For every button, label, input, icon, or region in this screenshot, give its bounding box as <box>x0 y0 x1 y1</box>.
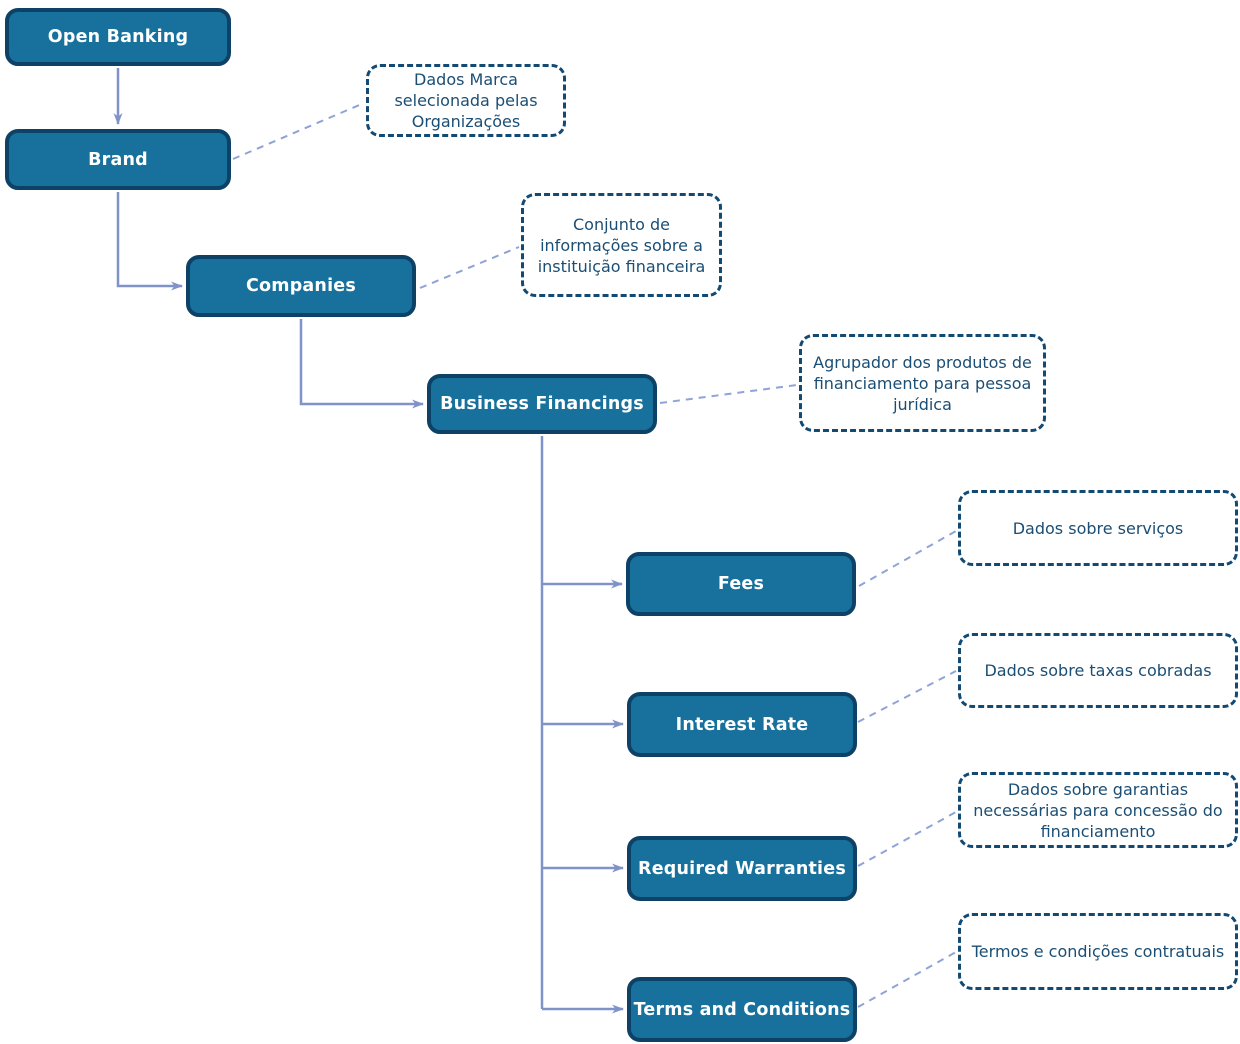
annotation-brand: Dados Marca selecionada pelas Organizaçõ… <box>366 64 566 137</box>
node-terms-and-conditions: Terms and Conditions <box>627 977 857 1042</box>
annotation-business-financings: Agrupador dos produtos de financiamento … <box>799 334 1046 432</box>
leader-interest-rate-annotation <box>857 670 957 723</box>
annotation-fees: Dados sobre serviços <box>958 490 1238 566</box>
leader-required-warranties-annotation <box>857 811 957 867</box>
leader-fees-annotation <box>858 530 957 587</box>
leader-brand-annotation <box>232 102 365 160</box>
annotation-companies: Conjunto de informações sobre a institui… <box>521 193 722 297</box>
annotation-terms-and-conditions: Termos e condições contratuais <box>958 913 1238 990</box>
leader-business-financings-annotation <box>659 384 798 404</box>
connector-companies-to-business-financings <box>299 319 424 409</box>
annotation-interest-rate: Dados sobre taxas cobradas <box>958 633 1238 708</box>
node-interest-rate: Interest Rate <box>627 692 857 757</box>
node-companies: Companies <box>186 255 416 317</box>
node-brand: Brand <box>5 129 231 190</box>
leader-companies-annotation <box>419 246 520 289</box>
node-open-banking: Open Banking <box>5 8 231 66</box>
leader-terms-and-conditions-annotation <box>857 951 957 1008</box>
node-fees: Fees <box>626 552 856 616</box>
connector-brand-to-companies <box>116 192 183 291</box>
annotation-required-warranties: Dados sobre garantias necessárias para c… <box>958 772 1238 848</box>
node-business-financings: Business Financings <box>427 374 657 434</box>
node-required-warranties: Required Warranties <box>627 836 857 901</box>
